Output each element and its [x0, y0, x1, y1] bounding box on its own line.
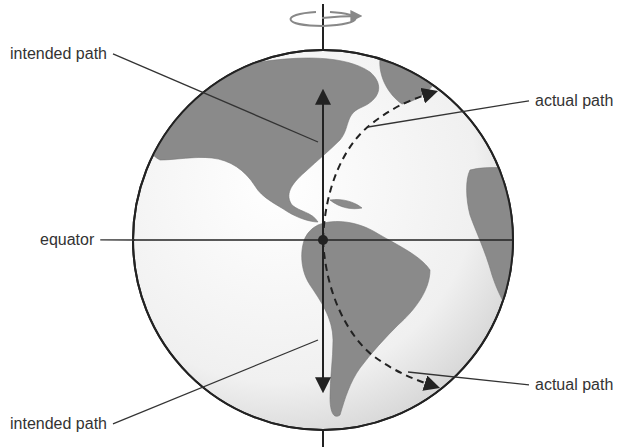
leader-line	[408, 372, 529, 385]
intended-path-arrow	[322, 92, 324, 240]
path-label: actual path	[533, 92, 615, 110]
actual-path-arrow	[323, 240, 437, 387]
intended-path-arrow	[322, 240, 324, 390]
path-label: actual path	[533, 376, 615, 394]
continents	[148, 55, 530, 416]
path-label: intended path	[8, 45, 109, 63]
leader-line	[368, 101, 529, 127]
rotation-arrow	[291, 12, 356, 26]
actual-path-arrow	[323, 92, 435, 240]
leader-line	[113, 340, 318, 424]
globe	[133, 50, 513, 430]
leader-line	[113, 54, 318, 142]
rotation-arrowhead	[322, 16, 360, 18]
leader-line	[100, 239, 135, 241]
origin-dot	[318, 235, 328, 245]
equator-label: equator	[38, 231, 96, 249]
path-label: intended path	[8, 415, 109, 433]
